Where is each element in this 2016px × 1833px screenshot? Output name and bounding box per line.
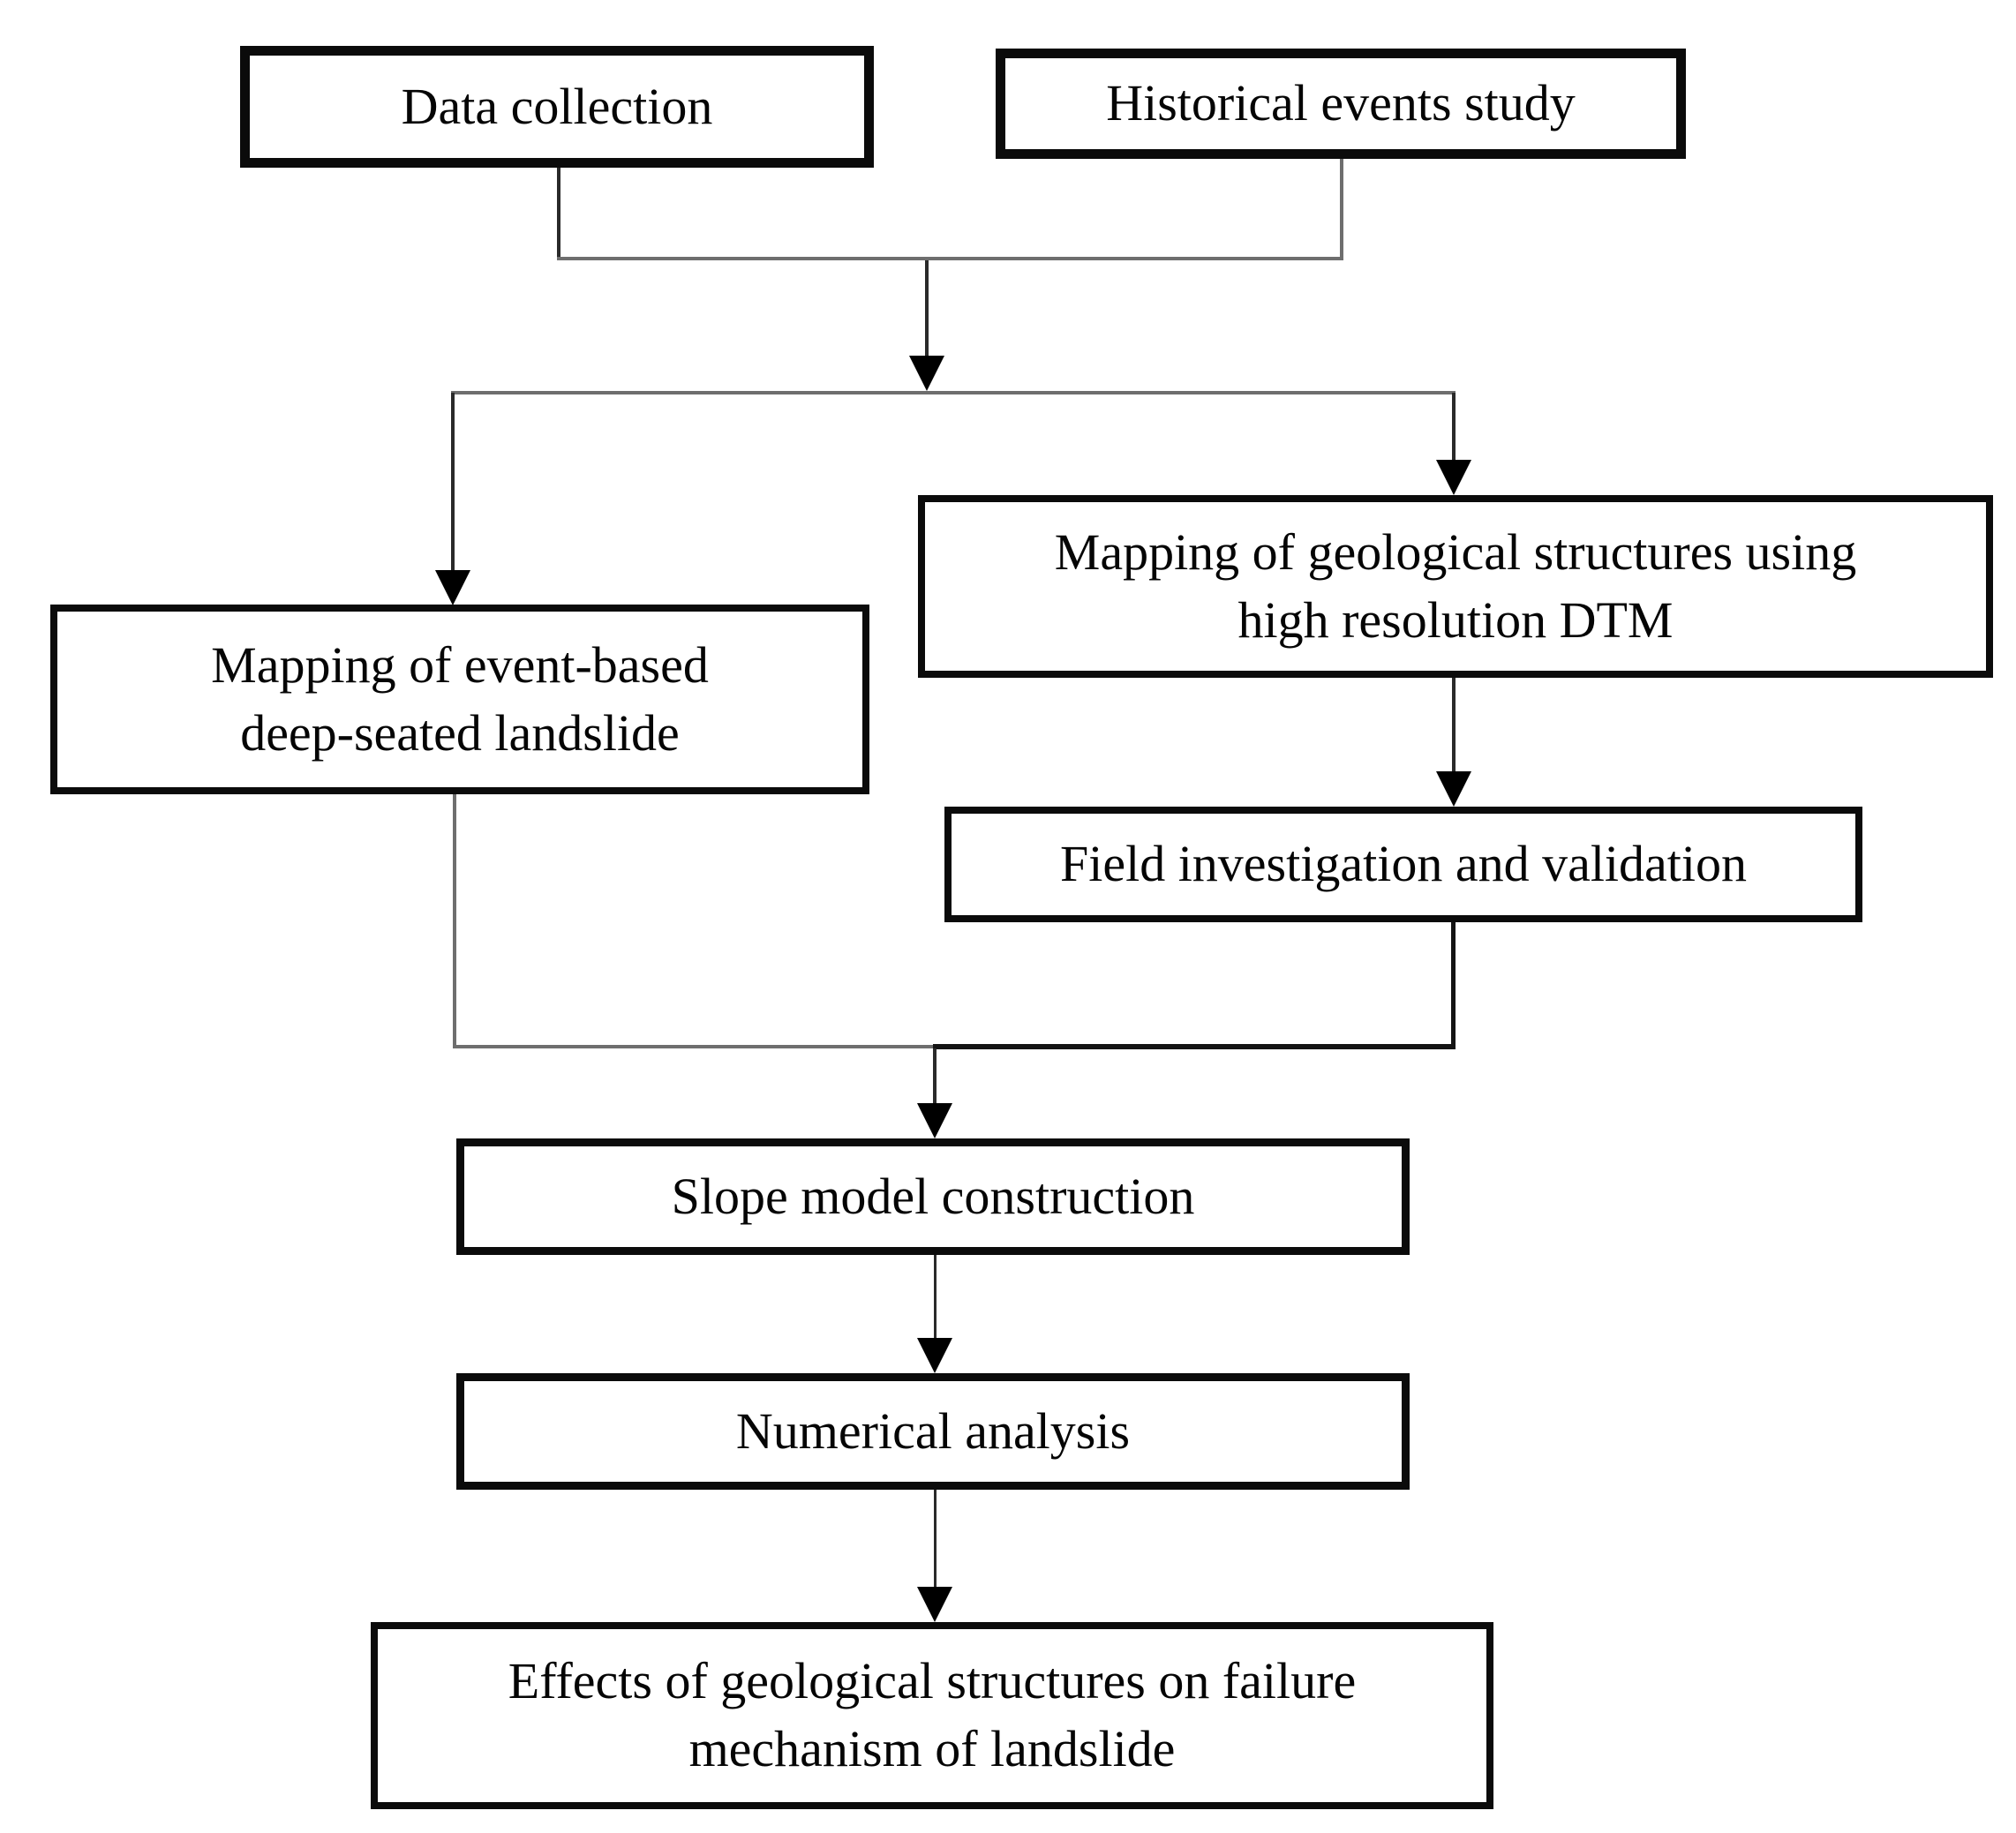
node-historical-events-study: Historical events study <box>996 49 1686 159</box>
node-mapping-event-based-landslide: Mapping of event-based deep-seated lands… <box>50 605 869 794</box>
connector-field-down <box>1451 922 1456 1046</box>
arrowhead-numerical-to-effects-icon <box>917 1587 952 1622</box>
connector-slope-to-numerical-shaft <box>934 1255 937 1338</box>
connector-geo-to-field-shaft <box>1452 678 1456 771</box>
node-mapping-geological-structures: Mapping of geological structures using h… <box>918 495 1993 678</box>
arrowhead-slope-to-numerical-icon <box>917 1338 952 1373</box>
arrowhead-center-down-icon <box>909 356 944 391</box>
arrowhead-merge-to-slope-icon <box>917 1103 952 1138</box>
node-data-collection: Data collection <box>240 46 874 168</box>
connector-top-merge-horizontal <box>557 257 1343 260</box>
connector-numerical-to-effects-shaft <box>934 1490 937 1587</box>
connector-data-collection-down <box>557 168 560 260</box>
arrowhead-left-branch-icon <box>435 570 470 605</box>
connector-lower-merge-right <box>933 1044 1456 1049</box>
arrowhead-geo-to-field-icon <box>1436 771 1471 807</box>
connector-right-branch-shaft <box>1452 393 1456 460</box>
node-effects-of-geological-structures: Effects of geological structures on fail… <box>371 1622 1493 1809</box>
node-numerical-analysis: Numerical analysis <box>456 1373 1410 1490</box>
arrowhead-right-branch-icon <box>1436 460 1471 495</box>
connector-historical-down <box>1340 159 1343 260</box>
connector-left-branch-shaft <box>451 393 455 570</box>
connector-event-mapping-down <box>453 794 456 1048</box>
connector-merge-to-slope-shaft <box>933 1048 937 1103</box>
connector-split-horizontal <box>451 391 1456 394</box>
connector-lower-merge-left <box>453 1045 935 1048</box>
node-slope-model-construction: Slope model construction <box>456 1138 1410 1255</box>
node-field-investigation: Field investigation and validation <box>944 807 1862 922</box>
connector-center-down-shaft <box>925 260 929 359</box>
